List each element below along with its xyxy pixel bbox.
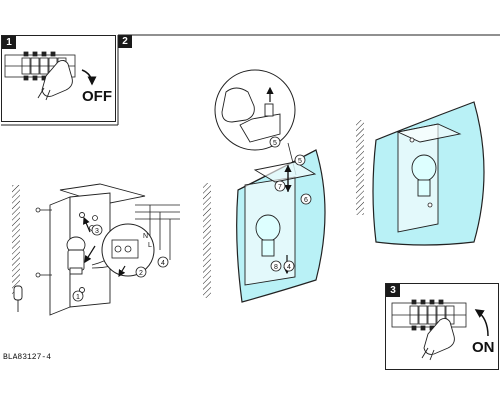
terminal-label-n: N	[143, 233, 148, 240]
wall-hatching-icon	[12, 185, 20, 295]
hand-icon	[421, 317, 455, 361]
hand-icon	[221, 87, 281, 143]
callout-1: 1	[76, 294, 80, 301]
callout-7: 7	[278, 184, 282, 191]
terminal-block	[111, 239, 139, 259]
callout-5: 5	[273, 140, 277, 147]
callout-2: 2	[139, 270, 143, 277]
screwdriver-icon	[13, 285, 23, 312]
callout-4b: 4	[287, 264, 291, 271]
callout-5b: 5	[298, 158, 302, 165]
hand-icon	[37, 59, 73, 101]
step-1-arrow	[81, 69, 97, 86]
step-3-arrow	[474, 309, 489, 337]
terminal-label-l: L	[148, 242, 152, 249]
callout-3: 3	[95, 228, 99, 235]
callout-6: 6	[304, 197, 308, 204]
step-2-frame	[1, 34, 500, 126]
mounting-plate	[49, 183, 146, 316]
light-bulb-icon	[411, 154, 437, 197]
document-code: BLA83127-4	[3, 353, 52, 362]
step-3-on-label: ON	[472, 339, 495, 356]
circuit-breaker-icon	[391, 299, 467, 331]
wall-hatching-icon	[356, 120, 364, 215]
step-3-badge: 3	[386, 284, 400, 297]
callout-markers-mid	[270, 154, 312, 272]
step-3-panel: 3 ON	[385, 283, 499, 370]
callout-4: 4	[161, 260, 165, 267]
callout-markers-mid-top	[269, 136, 281, 148]
callout-8: 8	[274, 264, 278, 271]
callout-markers-left	[72, 224, 169, 302]
light-bulb-icon	[66, 236, 86, 275]
step-1-badge: 1	[2, 36, 16, 49]
step-2-badge: 2	[118, 35, 132, 48]
light-bulb-icon	[255, 214, 281, 257]
step-1-off-label: OFF	[82, 88, 112, 105]
wall-hatching-icon	[203, 183, 211, 298]
